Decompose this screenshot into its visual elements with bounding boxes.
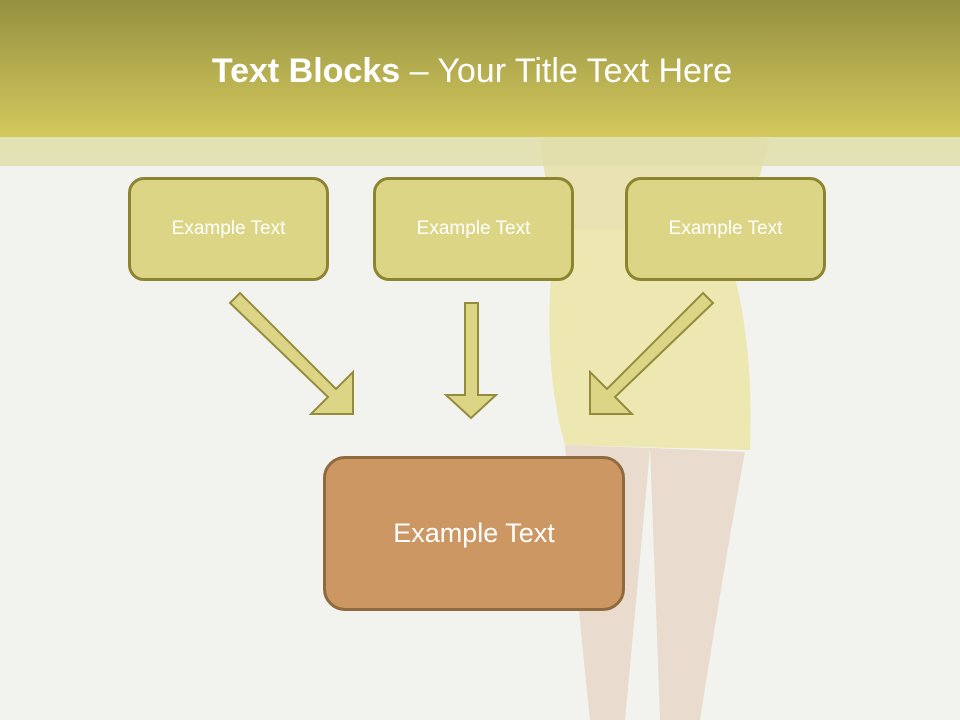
text-block-1[interactable]: Example Text bbox=[128, 177, 329, 281]
text-block-label: Example Text bbox=[416, 218, 531, 239]
title-bold: Text Blocks bbox=[211, 52, 401, 90]
arrow-down-right-icon bbox=[228, 291, 354, 415]
text-block-2[interactable]: Example Text bbox=[373, 177, 574, 281]
slide-title: Text Blocks – Your Title Text Here bbox=[0, 52, 944, 91]
title-rest: – Your Title Text Here bbox=[400, 52, 733, 90]
main-text-block[interactable]: Example Text bbox=[323, 456, 625, 611]
text-block-label: Example Text bbox=[171, 218, 286, 239]
text-block-3[interactable]: Example Text bbox=[625, 177, 826, 281]
title-header bbox=[0, 0, 960, 137]
arrow-down-left-icon bbox=[589, 291, 715, 415]
header-band bbox=[0, 137, 960, 166]
main-text-block-label: Example Text bbox=[393, 518, 555, 548]
text-block-label: Example Text bbox=[668, 218, 783, 239]
arrow-down-icon bbox=[443, 302, 499, 420]
